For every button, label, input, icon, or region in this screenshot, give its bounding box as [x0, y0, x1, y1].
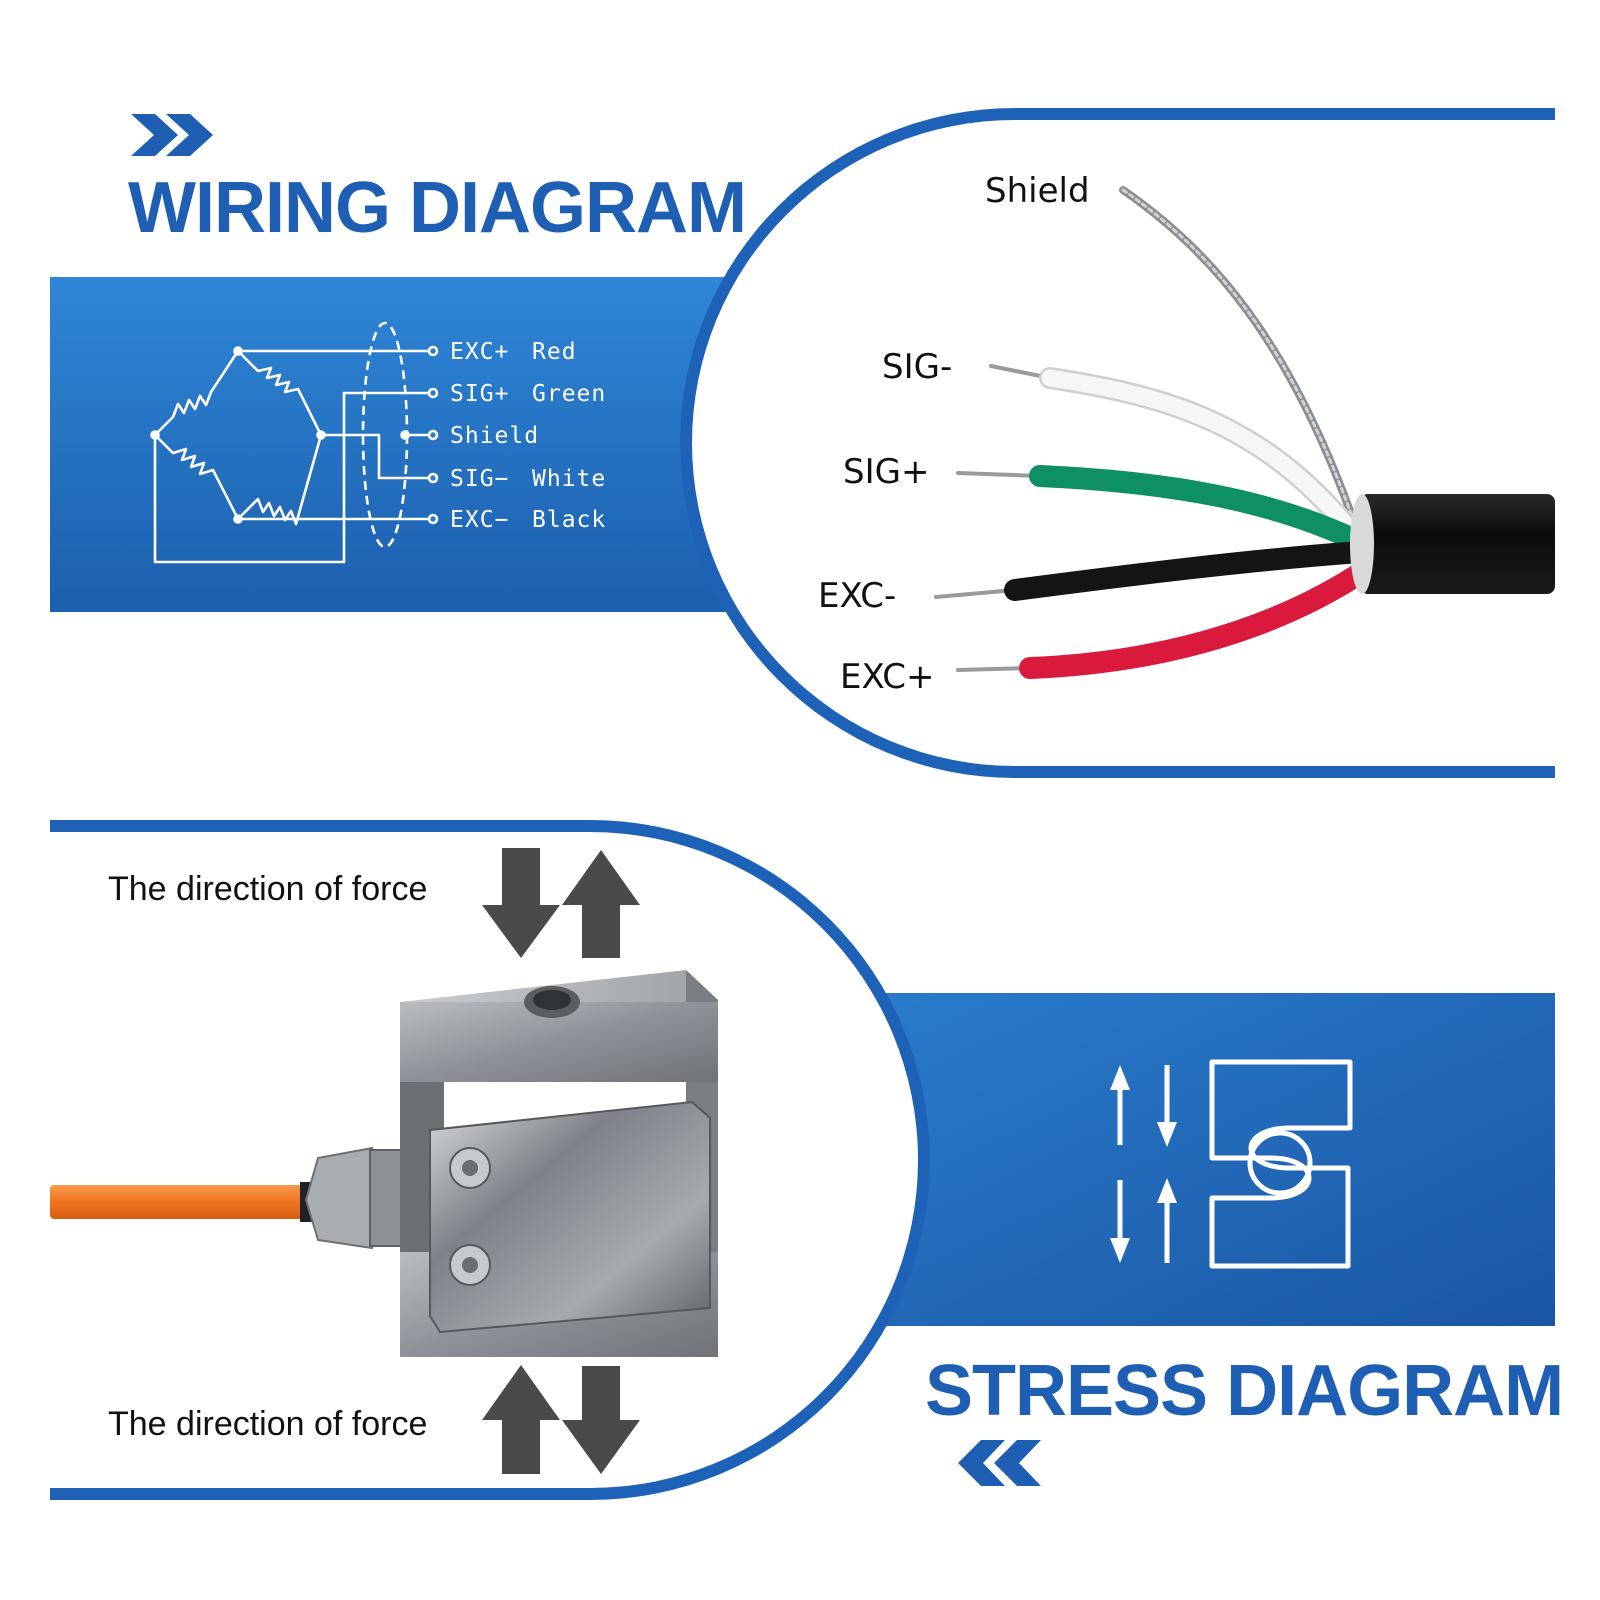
cable-label-exc-minus: EXC- — [818, 576, 896, 616]
legend-color-green: Green — [532, 381, 606, 407]
stress-section: The direction of force The direction of … — [50, 820, 1564, 1500]
double-chevron-left-icon — [958, 1440, 1041, 1486]
stress-title: STRESS DIAGRAM — [925, 1351, 1563, 1431]
force-arrows-top-icon — [482, 848, 640, 958]
stress-icon-panel — [840, 993, 1555, 1326]
cable-label-sig-minus: SIG- — [882, 347, 952, 387]
wheatstone-bridge-schematic — [150, 321, 439, 564]
legend-color-black: Black — [532, 507, 606, 533]
legend-signal-exc-minus: EXC− — [450, 507, 509, 533]
legend-signal-sig-minus: SIG− — [450, 466, 509, 492]
cable-illustration — [934, 186, 1555, 679]
cable-label-shield: Shield — [985, 171, 1090, 211]
force-label-bottom: The direction of force — [108, 1405, 427, 1443]
schematic-legend: EXC+ Red SIG+ Green Shield SIG− White EX… — [450, 339, 606, 533]
cable-label-sig-plus: SIG+ — [843, 452, 929, 492]
force-arrows-bottom-icon — [482, 1365, 640, 1474]
wiring-section: WIRING DIAGRAM — [50, 108, 1555, 778]
s-beam-load-cell-icon — [1209, 1059, 1353, 1269]
legend-signal-sig-plus: SIG+ — [450, 381, 509, 407]
cable-photo-panel — [692, 120, 1555, 766]
legend-signal-shield: Shield — [450, 423, 539, 449]
double-chevron-right-icon — [131, 114, 213, 156]
legend-color-red: Red — [532, 339, 577, 365]
legend-color-white: White — [532, 466, 606, 492]
force-arrows-icon — [1110, 1065, 1177, 1263]
cable-labels: Shield SIG- SIG+ EXC- EXC+ — [818, 171, 1090, 697]
force-label-top: The direction of force — [108, 870, 427, 908]
legend-signal-exc-plus: EXC+ — [450, 339, 509, 365]
wiring-title: WIRING DIAGRAM — [128, 168, 746, 248]
cable-label-exc-plus: EXC+ — [840, 657, 935, 697]
s-beam-load-cell-product — [50, 970, 718, 1357]
